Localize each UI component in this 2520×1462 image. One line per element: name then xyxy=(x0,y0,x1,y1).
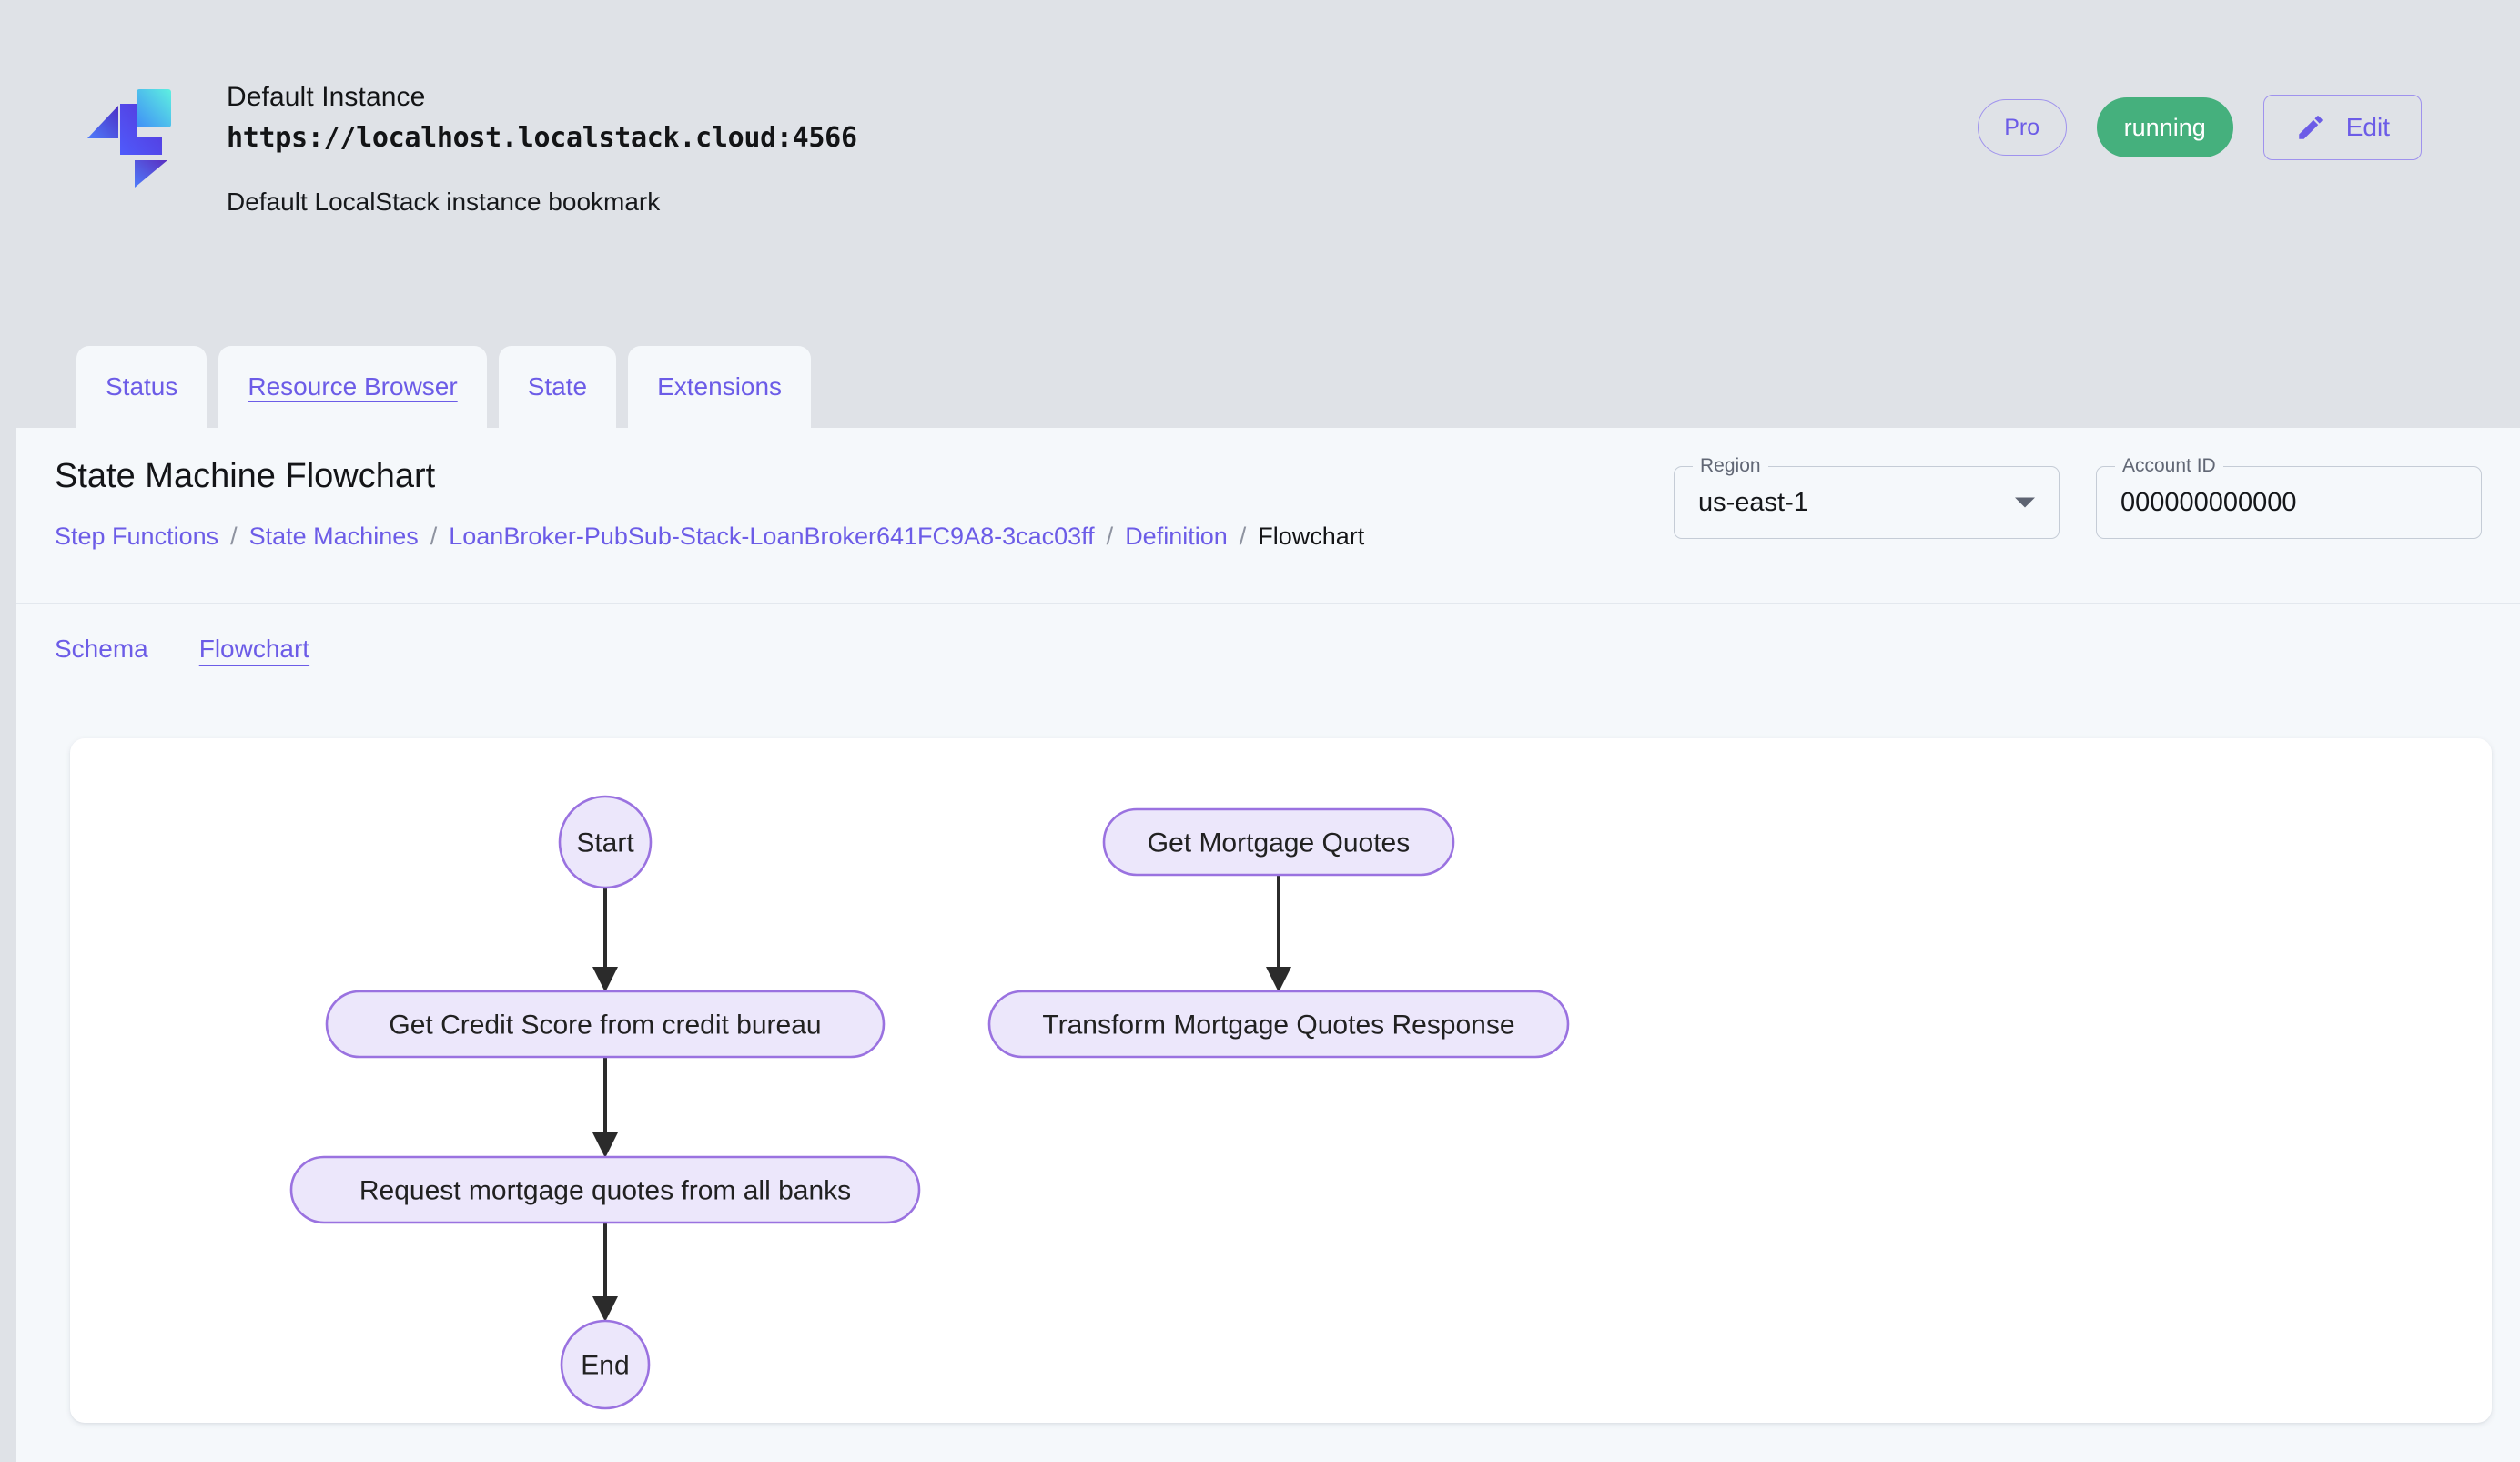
tab-state-label: State xyxy=(527,372,588,401)
flowchart-node-shape xyxy=(560,1319,651,1410)
flowchart-node-shape xyxy=(558,795,653,889)
account-id-field[interactable]: Account ID 000000000000 xyxy=(2096,453,2482,539)
tab-extensions[interactable]: Extensions xyxy=(628,346,812,428)
region-select-label: Region xyxy=(1693,453,1768,479)
flowchart-node-label: Transform Mortgage Quotes Response xyxy=(1042,1010,1514,1041)
tab-status-label: Status xyxy=(106,372,178,401)
breadcrumb-separator: / xyxy=(230,523,238,550)
instance-header: Default Instance https://localhost.local… xyxy=(0,0,2520,346)
status-badge: running xyxy=(2096,97,2233,157)
flowchart-node-label: Start xyxy=(576,828,634,858)
pencil-icon xyxy=(2295,112,2326,143)
status-badge-label: running xyxy=(2123,113,2206,141)
flowchart-node-shape xyxy=(325,990,886,1059)
edit-button[interactable]: Edit xyxy=(2262,95,2422,160)
content-panel: State Machine Flowchart Step Functions /… xyxy=(16,428,2520,1462)
sub-tabs: Schema Flowchart xyxy=(16,604,2520,695)
main-tabs-list: Status Resource Browser State Extensions xyxy=(76,346,812,428)
tab-resource-browser[interactable]: Resource Browser xyxy=(218,346,487,428)
subtab-schema[interactable]: Schema xyxy=(55,633,148,665)
breadcrumb-item-state-machine-name[interactable]: LoanBroker-PubSub-Stack-LoanBroker641FC9… xyxy=(449,523,1095,550)
flowchart-node-start[interactable]: Start xyxy=(558,795,653,889)
breadcrumb-separator: / xyxy=(430,523,438,550)
breadcrumb-item-definition[interactable]: Definition xyxy=(1125,523,1228,550)
scope-selectors: Region us-east-1 Account ID 000000000000 xyxy=(1674,453,2482,539)
flowchart-edges xyxy=(592,875,1291,1322)
subtab-flowchart[interactable]: Flowchart xyxy=(199,633,309,665)
breadcrumb-separator: / xyxy=(1239,523,1247,550)
tab-status[interactable]: Status xyxy=(76,346,207,428)
breadcrumb: Step Functions / State Machines / LoanBr… xyxy=(55,520,1364,553)
page-header: State Machine Flowchart Step Functions /… xyxy=(16,428,2520,604)
flowchart-node-label: End xyxy=(581,1351,629,1381)
flowchart-node-request[interactable]: Request mortgage quotes from all banks xyxy=(289,1155,921,1224)
main-tabs: Status Resource Browser State Extensions xyxy=(0,346,2520,428)
tab-state[interactable]: State xyxy=(498,346,617,428)
region-select[interactable]: Region us-east-1 xyxy=(1674,453,2060,539)
pro-badge-label: Pro xyxy=(2004,114,2040,140)
subtab-schema-label: Schema xyxy=(55,635,148,663)
breadcrumb-item-step-functions[interactable]: Step Functions xyxy=(55,523,219,550)
edit-button-label: Edit xyxy=(2345,113,2390,141)
flowchart-node-shape xyxy=(987,990,1570,1059)
breadcrumb-separator: / xyxy=(1106,523,1114,550)
flowchart-node-shape xyxy=(289,1155,921,1224)
instance-summary: Default Instance https://localhost.local… xyxy=(80,78,857,220)
flowchart-node-credit[interactable]: Get Credit Score from credit bureau xyxy=(325,990,886,1059)
breadcrumb-item-flowchart: Flowchart xyxy=(1258,523,1365,550)
flowchart-node-end[interactable]: End xyxy=(560,1319,651,1410)
subtab-flowchart-label: Flowchart xyxy=(198,635,310,663)
breadcrumb-item-state-machines[interactable]: State Machines xyxy=(248,523,419,550)
instance-description: Default LocalStack instance bookmark xyxy=(227,188,661,216)
chevron-down-icon xyxy=(2015,497,2035,508)
flowchart-node-label: Request mortgage quotes from all banks xyxy=(359,1176,851,1206)
pro-badge[interactable]: Pro xyxy=(1977,99,2067,156)
flowchart-node-shape xyxy=(1102,807,1455,877)
tab-extensions-label: Extensions xyxy=(657,372,783,401)
flowchart-node-quotes[interactable]: Get Mortgage Quotes xyxy=(1102,807,1455,877)
flowchart-node-transform[interactable]: Transform Mortgage Quotes Response xyxy=(987,990,1570,1059)
localstack-logo-icon xyxy=(80,82,175,189)
account-id-field-label: Account ID xyxy=(2115,453,2223,479)
page-title: State Machine Flowchart xyxy=(55,457,436,495)
flowchart-node-label: Get Credit Score from credit bureau xyxy=(389,1010,821,1041)
instance-name: Default Instance xyxy=(227,82,426,112)
flowchart-node-label: Get Mortgage Quotes xyxy=(1148,828,1411,858)
instance-url: https://localhost.localstack.cloud:4566 xyxy=(227,122,857,154)
account-id-field-value: 000000000000 xyxy=(2120,488,2297,517)
region-select-value: us-east-1 xyxy=(1698,488,1808,517)
tab-resource-browser-label: Resource Browser xyxy=(248,372,458,401)
header-actions: Pro running Edit xyxy=(1977,95,2422,160)
